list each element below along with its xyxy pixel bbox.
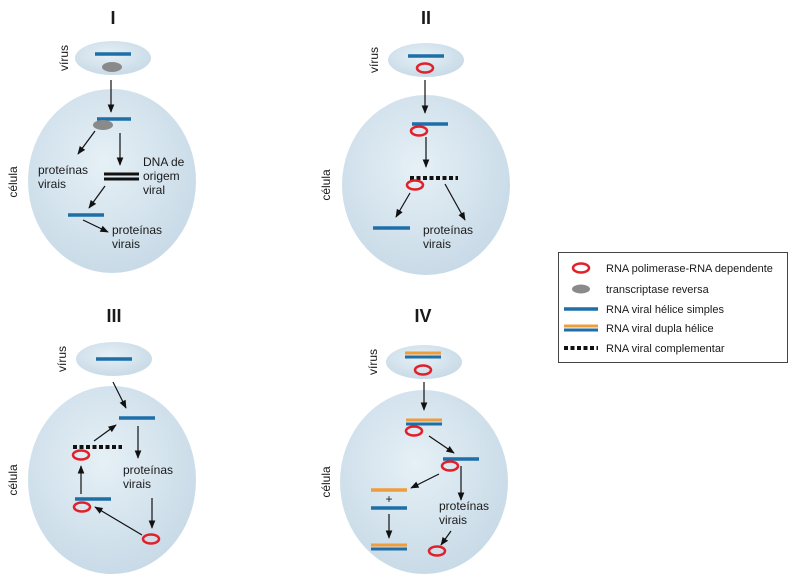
legend: RNA polimerase-RNA dependente transcript… [558, 252, 788, 363]
reverse-transcriptase-icon [572, 284, 590, 294]
cell-label: célula [319, 466, 333, 498]
virus-label: vírus [367, 47, 381, 73]
legend-item: RNA polimerase-RNA dependente [571, 262, 773, 275]
legend-item: transcriptase reversa [572, 284, 710, 296]
legend-item: RNA viral complementar [564, 343, 725, 355]
reverse-transcriptase [102, 62, 122, 72]
rna-polymerase [405, 179, 425, 191]
virus-label: vírus [366, 349, 380, 375]
proteins-label: virais [439, 513, 467, 527]
cell [28, 89, 196, 273]
rna-polymerase [415, 62, 435, 74]
proteins-label: proteínas [38, 163, 88, 177]
arrow [395, 192, 411, 218]
legend-label: RNA viral dupla hélice [606, 323, 714, 335]
panel-2-title: II [421, 8, 431, 28]
rna-polymerase [404, 425, 424, 437]
arrow [77, 130, 96, 155]
proteins-label: proteínas [423, 223, 473, 237]
arrow [444, 183, 466, 221]
arrow [440, 530, 452, 546]
panel-1: I vírus célula proteínas virais DNA de o… [6, 8, 196, 273]
panel-1-title: I [110, 8, 115, 28]
arrow [82, 219, 109, 233]
arrow [410, 473, 440, 489]
rna-polymerase [72, 501, 92, 513]
panel-2: II vírus célula proteínas virais [319, 8, 510, 275]
virus-label: vírus [55, 346, 69, 372]
cell-label: célula [6, 166, 20, 198]
panel-4: IV vírus célula + proteínas virais [319, 306, 508, 574]
rna-polymerase [440, 460, 460, 472]
dna-label: origem [143, 169, 180, 183]
plus-sign: + [385, 492, 392, 506]
reverse-transcriptase [93, 120, 113, 130]
arrow [94, 506, 143, 536]
proteins-label: virais [423, 237, 451, 251]
rna-polymerase [427, 545, 447, 557]
legend-label: RNA viral complementar [606, 343, 725, 355]
cell-label: célula [319, 169, 333, 201]
legend-label: transcriptase reversa [606, 284, 710, 296]
proteins-label: virais [112, 237, 140, 251]
rna-polymerase [413, 364, 433, 376]
virus-label: vírus [57, 45, 71, 71]
arrow [428, 435, 455, 454]
virus-particle [75, 41, 151, 75]
proteins-label: virais [123, 477, 151, 491]
arrow [93, 424, 117, 442]
rna-polymerase [409, 125, 429, 137]
dna-label: DNA de [143, 155, 185, 169]
panel-4-title: IV [414, 306, 431, 326]
arrow [112, 381, 127, 409]
panel-3-title: III [106, 306, 121, 326]
arrow [88, 185, 106, 209]
proteins-label: proteínas [112, 223, 162, 237]
cell-label: célula [6, 464, 20, 496]
legend-label: RNA viral hélice simples [606, 304, 724, 316]
legend-label: RNA polimerase-RNA dependente [606, 263, 773, 275]
proteins-label: proteínas [439, 499, 489, 513]
polymerase-icon [571, 262, 591, 274]
cell [28, 386, 196, 574]
proteins-label: proteínas [123, 463, 173, 477]
dna-label: viral [143, 183, 165, 197]
cell [342, 95, 510, 275]
legend-item: RNA viral dupla hélice [564, 323, 714, 335]
panel-3: III vírus célula proteínas virais [6, 306, 196, 574]
virus-particle [388, 43, 464, 77]
legend-item: RNA viral hélice simples [564, 304, 724, 316]
rna-polymerase [71, 449, 91, 461]
proteins-label: virais [38, 177, 66, 191]
rna-polymerase [141, 533, 161, 545]
